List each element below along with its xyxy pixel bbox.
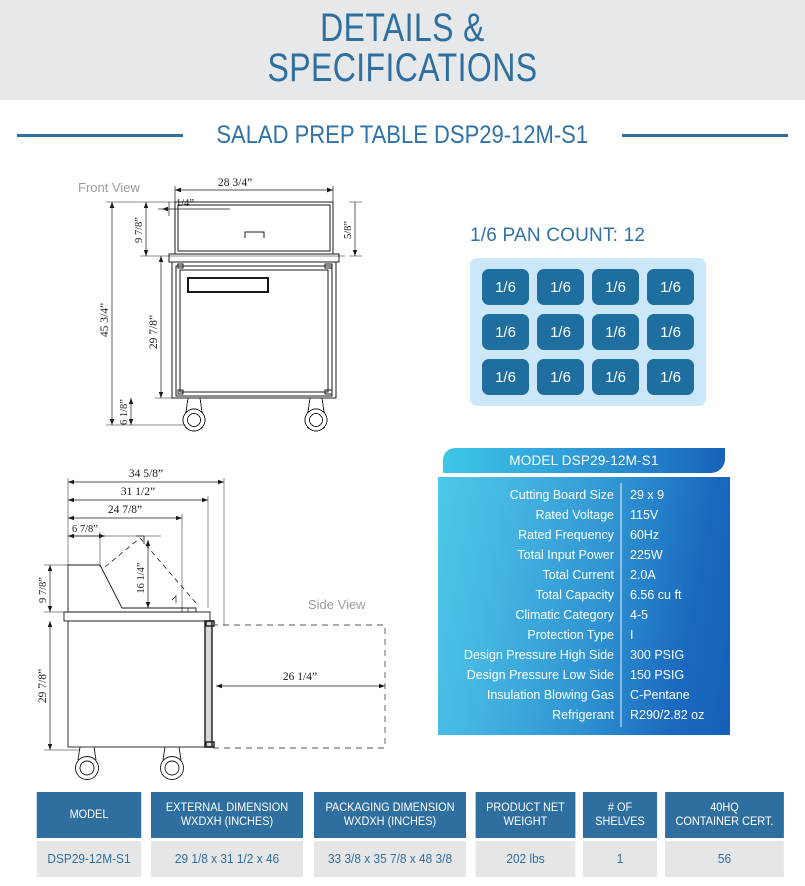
spec-model-header-label: MODEL DSP29-12M-S1	[509, 453, 659, 468]
spec-key: Total Current	[542, 568, 614, 582]
spec-row: Total Input Power 225W	[438, 545, 730, 565]
dim-side-body-height: 29 7/8”	[37, 669, 49, 703]
spec-key: Refrigerant	[552, 708, 614, 722]
spec-value: I	[630, 628, 634, 642]
specification-panel: MODEL DSP29-12M-S1 Cutting Board Size 29 …	[438, 448, 730, 735]
dim-side-depth-fourth: 6 7/8”	[72, 524, 98, 535]
spec-value: R290/2.82 oz	[630, 708, 705, 722]
pan-tile: 1/6	[482, 269, 529, 305]
spec-row: Protection Type I	[438, 625, 730, 645]
dim-front-offset: 1/4”	[176, 198, 194, 209]
spec-value: 29 x 9	[630, 488, 665, 502]
dim-front-width: 28 3/4”	[218, 177, 252, 189]
spec-value: 150 PSIG	[630, 668, 685, 682]
rule-left	[17, 133, 184, 137]
summary-table: MODEL EXTERNAL DIMENSION WXDXH (INCHES) …	[31, 789, 790, 880]
pan-tile: 1/6	[592, 359, 639, 395]
pan-tile: 1/6	[592, 314, 639, 350]
pan-tile: 1/6	[647, 314, 694, 350]
spec-row: Refrigerant R290/2.82 oz	[438, 705, 730, 725]
spec-key: Rated Voltage	[535, 508, 614, 522]
pan-count-title: 1/6 PAN COUNT: 12	[470, 225, 646, 246]
pan-tile: 1/6	[482, 314, 529, 350]
technical-drawings: Front View Side View	[0, 160, 440, 790]
column-header-external-dimension: EXTERNAL DIMENSION WXDXH (INCHES)	[151, 792, 303, 838]
pan-tile: 1/6	[537, 269, 584, 305]
dim-front-top-height: 9 7/8”	[134, 217, 145, 243]
spec-row: Climatic Category 4-5	[438, 605, 730, 625]
cell-external-dimension: 29 1/8 x 31 1/2 x 46	[151, 841, 303, 877]
spec-key: Rated Frequency	[518, 528, 614, 542]
pan-grid: 1/6 1/6 1/6 1/6 1/6 1/6 1/6 1/6 1/6 1/6 …	[470, 258, 706, 406]
side-view-label: Side View	[308, 597, 366, 612]
dim-side-door-swing: 26 1/4”	[283, 671, 317, 683]
spec-row: Design Pressure High Side 300 PSIG	[438, 645, 730, 665]
cell-shelves: 1	[582, 841, 658, 877]
page-title: DETAILS & SPECIFICATIONS	[267, 6, 538, 90]
spec-key: Design Pressure Low Side	[466, 668, 614, 682]
spec-row: Total Current 2.0A	[438, 565, 730, 585]
spec-row: Insulation Blowing Gas C-Pentane	[438, 685, 730, 705]
cell-packaging-dimension: 33 3/8 x 35 7/8 x 48 3/8	[314, 841, 466, 877]
dim-front-leg-height: 6 1/8”	[119, 399, 130, 425]
column-header-packaging-dimension: PACKAGING DIMENSION WXDXH (INCHES)	[314, 792, 466, 838]
spec-value: C-Pentane	[630, 688, 690, 702]
spec-column-divider	[620, 483, 622, 727]
column-header-container-cert: 40HQ CONTAINER CERT.	[665, 792, 784, 838]
table-row: DSP29-12M-S1 29 1/8 x 31 1/2 x 46 33 3/8…	[34, 841, 787, 877]
pan-layout-box: 1/6 1/6 1/6 1/6 1/6 1/6 1/6 1/6 1/6 1/6 …	[470, 258, 706, 406]
column-header-model: MODEL	[36, 792, 142, 838]
dim-front-body-height: 29 7/8”	[148, 315, 160, 349]
side-view-drawing: 34 5/8” 31 1/2” 24 7/8” 6 7/8” 16 1/4” 9…	[37, 468, 386, 780]
column-header-shelves: # OF SHELVES	[582, 792, 658, 838]
spec-value: 225W	[630, 548, 663, 562]
pan-tile: 1/6	[592, 269, 639, 305]
spec-key: Total Capacity	[535, 588, 614, 602]
front-view-label: Front View	[78, 180, 140, 195]
spec-value: 115V	[630, 508, 659, 522]
dim-side-depth-overall: 34 5/8”	[129, 468, 163, 480]
spec-body: Cutting Board Size 29 x 9 Rated Voltage 11…	[438, 477, 730, 735]
table-header-row: MODEL EXTERNAL DIMENSION WXDXH (INCHES) …	[34, 792, 787, 838]
spec-value: 300 PSIG	[630, 648, 685, 662]
spec-key: Protection Type	[527, 628, 614, 642]
rule-right	[621, 133, 788, 137]
header-band	[0, 0, 805, 100]
pan-tile: 1/6	[537, 359, 584, 395]
product-subtitle: SALAD PREP TABLE DSP29-12M-S1	[216, 120, 589, 149]
dim-side-depth-second: 31 1/2”	[121, 486, 155, 498]
dim-front-total-height: 45 3/4”	[99, 303, 111, 337]
dim-side-lid-height: 16 1/4”	[136, 562, 147, 594]
spec-value: 2.0A	[630, 568, 656, 582]
spec-row: Design Pressure Low Side 150 PSIG	[438, 665, 730, 685]
spec-value: 60Hz	[630, 528, 660, 542]
spec-value: 6.56 cu ft	[630, 588, 682, 602]
dim-side-depth-third: 24 7/8”	[108, 504, 142, 516]
pan-tile: 1/6	[647, 359, 694, 395]
dim-side-top-height: 9 7/8”	[38, 577, 49, 603]
spec-value: 4-5	[630, 608, 649, 622]
pan-tile: 1/6	[647, 269, 694, 305]
spec-row: Rated Voltage 115V	[438, 505, 730, 525]
spec-key: Insulation Blowing Gas	[486, 688, 614, 702]
cell-model: DSP29-12M-S1	[36, 841, 142, 877]
spec-row: Cutting Board Size 29 x 9	[438, 485, 730, 505]
spec-key: Design Pressure High Side	[463, 648, 614, 662]
spec-key: Total Input Power	[517, 548, 614, 562]
dim-front-rail: 5/8”	[343, 221, 354, 239]
cell-net-weight: 202 lbs	[475, 841, 576, 877]
spec-key: Climatic Category	[515, 608, 614, 622]
spec-row: Total Capacity 6.56 cu ft	[438, 585, 730, 605]
spec-key: Cutting Board Size	[509, 488, 614, 502]
column-header-net-weight: PRODUCT NET WEIGHT	[475, 792, 576, 838]
pan-tile: 1/6	[482, 359, 529, 395]
spec-model-header: MODEL DSP29-12M-S1	[443, 448, 725, 473]
spec-row: Rated Frequency 60Hz	[438, 525, 730, 545]
subtitle-row: SALAD PREP TABLE DSP29-12M-S1	[0, 118, 805, 152]
pan-tile: 1/6	[537, 314, 584, 350]
front-view-drawing: 28 3/4” 1/4” 45 3/4” 9 7/8” 29 7/8” 6 1/…	[99, 177, 362, 432]
cell-container-cert: 56	[665, 841, 784, 877]
